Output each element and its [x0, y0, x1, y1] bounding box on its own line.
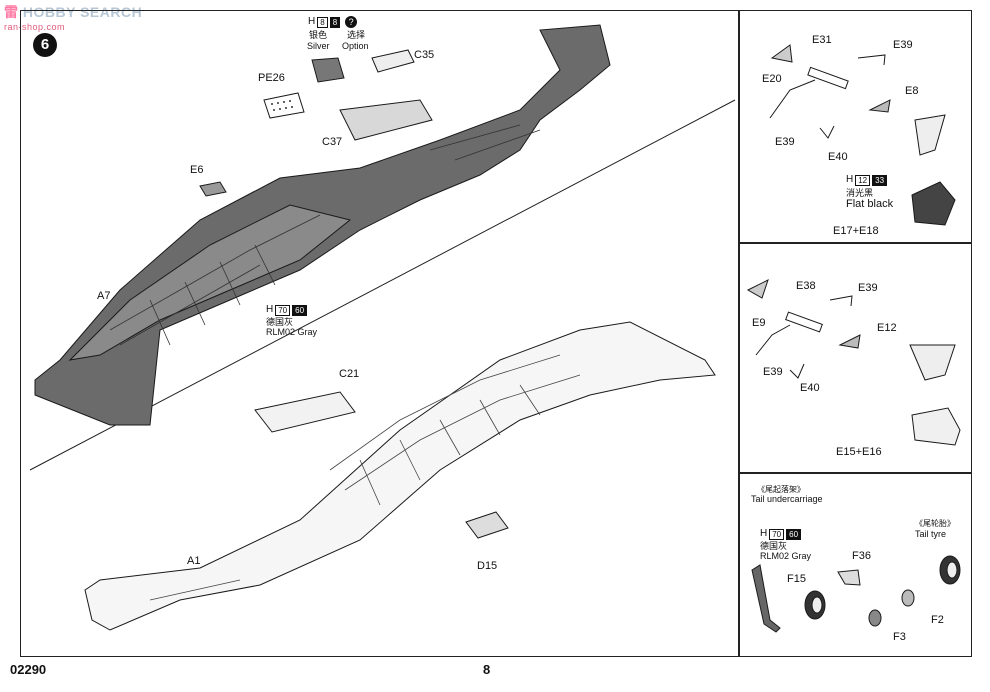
part-c21: [254, 391, 356, 433]
option-icon: ?: [345, 16, 358, 28]
paint-callout-gray: H 70 60: [266, 304, 308, 316]
paint-tail-h: H: [760, 528, 768, 539]
label-e8: E8: [905, 85, 919, 97]
label-e40: E40: [828, 151, 848, 163]
tail-undercarriage-cn: 《尾起落架》: [757, 485, 805, 494]
label-e15-e16: E15+E16: [836, 446, 882, 458]
panel1-parts: [769, 44, 956, 226]
paint-callout-black: H 12 33: [846, 174, 888, 186]
paint-black-en: Flat black: [846, 198, 894, 210]
paint-callout-tail: H 70 60: [760, 528, 802, 540]
watermark-url: ran-shop.com: [4, 22, 66, 32]
paint-gray-h: H: [266, 304, 274, 315]
label-e31: E31: [812, 34, 832, 46]
paint-black-h: H: [846, 174, 854, 185]
paint-silver-en: Silver: [307, 41, 330, 51]
part-pe26: [263, 92, 305, 119]
tail-tyre-en: Tail tyre: [915, 529, 947, 539]
paint-code-1: 8: [317, 16, 328, 28]
label-e40-b: E40: [800, 382, 820, 394]
label-c37: C37: [322, 136, 343, 148]
label-f3: F3: [893, 631, 906, 643]
label-e39-b: E39: [775, 136, 795, 148]
label-d15: D15: [477, 560, 498, 572]
paint-black-code-1: 12: [855, 174, 871, 186]
label-a1: A1: [187, 555, 201, 567]
panel2-parts: [746, 279, 961, 446]
label-c35: C35: [414, 49, 435, 61]
main-frame: [20, 10, 740, 657]
watermark-logo: 雷: [4, 4, 19, 20]
paint-tail-code-1: 70: [769, 528, 785, 540]
paint-silver-cn: 银色: [309, 30, 328, 40]
tail-undercarriage-en: Tail undercarriage: [751, 494, 823, 504]
label-e39-c: E39: [858, 282, 878, 294]
paint-black-cn: 消光黑: [846, 188, 874, 198]
paint-gray-code-1: 70: [275, 304, 291, 316]
label-e12: E12: [877, 322, 897, 334]
label-e6: E6: [190, 164, 204, 176]
label-pe26: PE26: [258, 72, 285, 84]
label-e9: E9: [752, 317, 766, 329]
label-e20: E20: [762, 73, 782, 85]
paint-tail-cn: 德国灰: [760, 541, 788, 551]
paint-option-cn: 选择: [347, 30, 366, 40]
paint-gray-cn: 德国灰: [266, 317, 294, 327]
watermark: 雷 HOBBY SEARCH ran-shop.com: [4, 2, 142, 32]
paint-code-2: 8: [329, 16, 341, 28]
label-f15: F15: [787, 573, 806, 585]
fuselage-a1: [84, 321, 716, 631]
part-d15: [465, 511, 509, 539]
paint-option-en: Option: [342, 41, 369, 51]
part-e6: [199, 181, 227, 197]
label-a7: A7: [97, 290, 111, 302]
paint-callout-silver: H 8 8 ?: [308, 16, 358, 28]
label-e38: E38: [796, 280, 816, 292]
label-e39-d: E39: [763, 366, 783, 378]
label-e39-a: E39: [893, 39, 913, 51]
paint-gray-code-2: 60: [292, 304, 308, 316]
part-silver-seat: [311, 57, 345, 83]
step-number: 6: [33, 33, 57, 57]
paint-tail-en: RLM02 Gray: [760, 551, 812, 561]
label-f2: F2: [931, 614, 944, 626]
label-f36: F36: [852, 550, 871, 562]
paint-gray-en: RLM02 Gray: [266, 327, 318, 337]
page-number: 8: [483, 662, 491, 677]
part-c35: [371, 49, 415, 73]
panel-frame-2: [738, 242, 972, 474]
watermark-text: HOBBY SEARCH: [22, 4, 143, 20]
tail-tyre-cn: 《尾轮胎》: [915, 519, 955, 528]
paint-tail-code-2: 60: [786, 528, 802, 540]
footer-code: 02290: [10, 662, 47, 677]
panel-frame-3: [738, 472, 972, 657]
label-e17-e18: E17+E18: [833, 225, 879, 237]
fuselage-a7: [34, 24, 611, 426]
panel3-parts: [751, 555, 961, 633]
paint-black-code-2: 33: [872, 174, 888, 186]
panel-frame-1: [738, 10, 972, 244]
paint-h-label: H: [308, 16, 316, 27]
label-c21: C21: [339, 368, 360, 380]
